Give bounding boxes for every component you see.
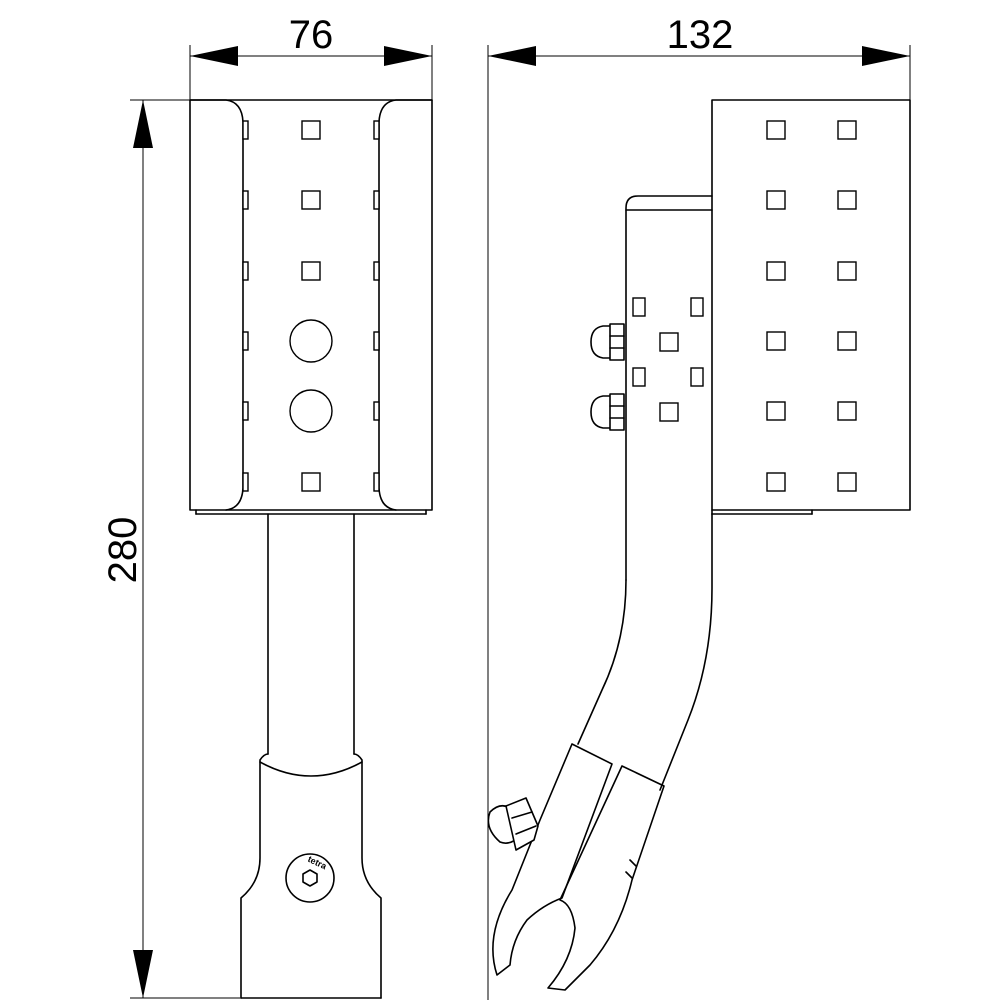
dimension-label-width-side: 132: [667, 13, 734, 57]
front-plate-holes: [242, 120, 380, 492]
perforation-hole: [373, 190, 380, 210]
side-bracket: [590, 195, 713, 581]
bolt-hole: [289, 319, 333, 363]
dimension-width-side: 132: [487, 13, 911, 1000]
perforation-hole: [766, 472, 786, 492]
perforation-hole: [837, 261, 857, 281]
perforation-hole: [766, 331, 786, 351]
side-clamp-left-half: [492, 743, 613, 976]
perforation-hole: [242, 190, 249, 210]
perforation-hole: [242, 472, 249, 492]
perforation-hole: [242, 401, 249, 421]
bracket-hole: [632, 367, 646, 387]
perforation-hole: [242, 120, 249, 140]
perforation-hole: [242, 261, 249, 281]
perforation-hole: [766, 401, 786, 421]
perforation-hole: [301, 120, 321, 140]
dimension-arrow-left: [190, 46, 238, 66]
perforation-hole: [837, 472, 857, 492]
bracket-hole: [690, 367, 704, 387]
logo-text: tetra: [306, 854, 329, 872]
bracket-hole: [659, 332, 679, 352]
bracket-hole: [690, 297, 704, 317]
bracket-hole: [659, 402, 679, 422]
front-plate-left-flange: [189, 99, 244, 511]
dimension-height: 280: [101, 99, 240, 999]
dimension-width-front: 76: [189, 13, 433, 100]
perforation-hole: [766, 120, 786, 140]
side-plate: [711, 99, 911, 515]
tetra-logo: tetra: [285, 853, 335, 903]
perforation-hole: [837, 401, 857, 421]
perforation-hole: [837, 190, 857, 210]
perforation-hole: [373, 120, 380, 140]
perforation-hole: [373, 401, 380, 421]
perforation-hole: [301, 261, 321, 281]
front-tube: [267, 513, 355, 755]
dimension-arrow-left: [488, 46, 536, 66]
front-clamp: tetra: [240, 753, 382, 999]
perforation-hole: [837, 120, 857, 140]
side-view: [487, 99, 911, 991]
perforation-hole: [837, 331, 857, 351]
front-view: tetra: [189, 99, 433, 999]
bolt-hole: [289, 389, 333, 433]
perforation-hole: [301, 472, 321, 492]
perforation-hole: [242, 331, 249, 351]
dimension-arrow-bottom: [133, 950, 153, 998]
perforation-hole: [373, 261, 380, 281]
side-clamp: [487, 743, 665, 991]
dimension-arrow-right: [862, 46, 910, 66]
bracket-holes: [632, 297, 704, 422]
perforation-hole: [766, 261, 786, 281]
hexagon-logo-icon: [302, 869, 318, 887]
perforation-hole: [373, 472, 380, 492]
dimension-arrow-top: [133, 100, 153, 148]
perforation-hole: [301, 190, 321, 210]
dimension-label-height: 280: [101, 517, 145, 584]
side-bolt-lower: [590, 393, 625, 431]
perforation-hole: [766, 190, 786, 210]
dimension-label-width-front: 76: [289, 13, 334, 57]
front-plate-right-flange: [378, 99, 433, 511]
side-bolt-upper: [590, 323, 625, 361]
bracket-hole: [632, 297, 646, 317]
perforation-hole: [373, 331, 380, 351]
side-clamp-bolt: [487, 797, 539, 851]
side-clamp-right-half: [547, 765, 665, 991]
dimension-arrow-right: [384, 46, 432, 66]
front-plate: [189, 99, 433, 515]
side-bent-tube: [577, 513, 713, 791]
side-plate-holes: [766, 120, 857, 492]
